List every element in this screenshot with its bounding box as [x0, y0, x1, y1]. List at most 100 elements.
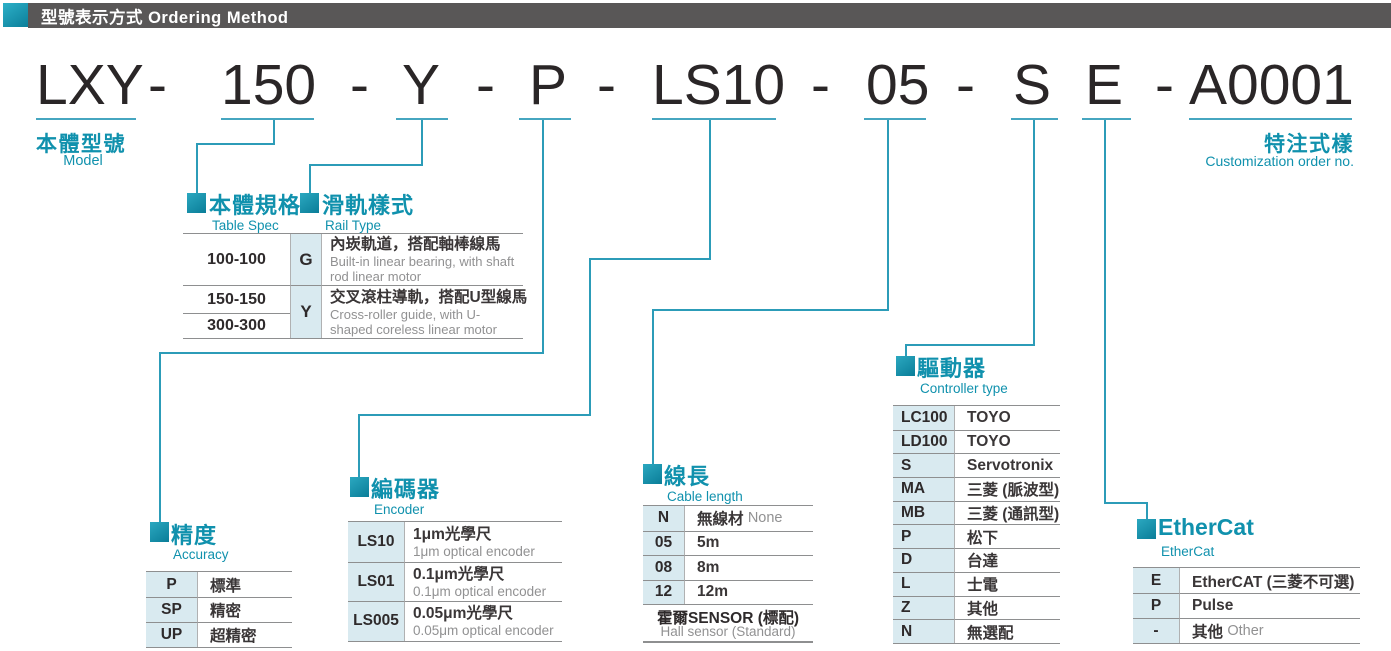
spec-heading-square — [187, 193, 206, 213]
connector-encoder — [709, 120, 711, 258]
model-separator: - — [148, 53, 167, 117]
accuracy-table: P 標準 SP 精密 UP 超精密 — [146, 571, 292, 648]
connector-spec — [196, 143, 275, 145]
encoder-heading-square — [350, 477, 369, 497]
underline-controller — [1011, 118, 1058, 120]
controller-label: 松下 — [955, 524, 1060, 548]
connector-rail — [309, 164, 311, 193]
connector-encoder — [358, 414, 360, 477]
model-separator: - — [597, 53, 616, 117]
connector-encoder — [589, 258, 591, 414]
model-segment-accuracy: P — [529, 53, 568, 117]
rail-heading-zh: 滑軌樣式 — [322, 193, 415, 218]
encoder-desc-zh: 0.1μm光學尺 — [413, 565, 505, 583]
connector-controller — [1033, 120, 1035, 344]
controller-code: LC100 — [893, 406, 955, 430]
hall-sensor-note-divider — [643, 641, 813, 643]
rail-desc-g: 內崁軌道，搭配軸棒線馬 Built-in linear bearing, wit… — [322, 234, 523, 285]
custom-label-en: Customization order no. — [1205, 153, 1354, 169]
model-segment-ethercat: E — [1085, 53, 1124, 117]
model-segment-cable: 05 — [866, 53, 930, 117]
underline-cable — [864, 118, 926, 120]
controller-label: TOYO — [967, 408, 1011, 426]
ethercat-label: Pulse — [1180, 593, 1360, 618]
controller-label: 三菱 (脈波型) — [955, 477, 1060, 501]
underline-custom — [1189, 118, 1352, 120]
header-bar: 型號表示方式 Ordering Method — [28, 3, 1391, 28]
underline-body — [36, 118, 136, 120]
ethercat-heading-square — [1137, 519, 1156, 539]
controller-label: Servotronix — [955, 453, 1060, 477]
connector-encoder — [358, 414, 591, 416]
accuracy-code: P — [146, 572, 198, 597]
accuracy-code: UP — [146, 622, 198, 647]
connector-controller — [905, 344, 907, 356]
page-title: 型號表示方式 Ordering Method — [41, 8, 289, 27]
encoder-code: LS10 — [348, 522, 405, 562]
rail-desc-y: 交叉滾柱導軌，搭配U型線馬 Cross-roller guide, with U… — [322, 285, 527, 338]
ethercat-code: P — [1133, 593, 1180, 618]
cable-heading-en: Cable length — [667, 489, 743, 504]
controller-code: MB — [893, 500, 955, 525]
connector-ethercat — [1104, 502, 1148, 504]
cable-table: N 無線材 None 05 5m 08 8m 12 12m — [643, 505, 813, 605]
accuracy-label: 精密 — [198, 597, 292, 622]
controller-code: S — [893, 453, 955, 478]
ethercat-label-zh: 其他 — [1192, 624, 1224, 641]
underline-spec — [221, 118, 314, 120]
cable-desc: 12m — [685, 579, 813, 605]
custom-label-zh: 特注式樣 — [1264, 133, 1354, 156]
accuracy-heading-en: Accuracy — [173, 547, 229, 562]
rail-desc-g-en: Built-in linear bearing, with shaft rod … — [330, 254, 515, 284]
underline-accuracy — [519, 118, 571, 120]
controller-label: 其他 — [955, 595, 1060, 620]
encoder-heading-en: Encoder — [374, 502, 425, 517]
connector-controller — [905, 344, 1035, 346]
spec-heading-en: Table Spec — [212, 218, 279, 233]
controller-table: LC100 TOYO LD100 TOYO S Servotronix MA 三… — [893, 405, 1060, 644]
controller-code: LD100 — [893, 429, 955, 454]
encoder-desc: 0.1μm光學尺 0.1μm optical encoder — [405, 561, 562, 602]
header-accent-square — [3, 3, 28, 27]
rail-code-y: Y — [290, 285, 322, 338]
controller-code: MA — [893, 477, 955, 501]
model-segment-rail: Y — [402, 53, 441, 117]
connector-cable — [652, 309, 889, 311]
connector-cable — [652, 309, 654, 465]
model-segment-encoder: LS10 — [652, 53, 786, 117]
model-segment-spec: 150 — [221, 53, 317, 117]
connector-cable — [887, 120, 889, 309]
ethercat-code: E — [1133, 568, 1180, 593]
encoder-desc-zh: 1μm光學尺 — [413, 525, 492, 543]
cable-code: N — [643, 506, 685, 531]
encoder-desc-en: 0.1μm optical encoder — [413, 583, 547, 599]
underline-encoder — [652, 118, 776, 120]
encoder-desc-zh: 0.05μm光學尺 — [413, 605, 513, 623]
encoder-desc-en: 1μm optical encoder — [413, 543, 535, 559]
connector-rail — [309, 164, 423, 166]
controller-code: D — [893, 548, 955, 572]
cable-code: 12 — [643, 579, 685, 604]
model-separator: - — [1155, 53, 1174, 117]
controller-code: N — [893, 619, 955, 643]
connector-ethercat — [1104, 120, 1106, 502]
model-segment-custom: A0001 — [1189, 53, 1354, 117]
accuracy-code: SP — [146, 597, 198, 622]
model-separator: - — [350, 53, 369, 117]
model-label-zh: 本體型號 — [36, 133, 126, 156]
rail-code-g: G — [290, 234, 322, 285]
controller-code: P — [893, 524, 955, 549]
encoder-code: LS005 — [348, 601, 405, 641]
model-label-en: Model — [63, 153, 103, 169]
connector-rail — [421, 120, 423, 164]
controller-label: 無選配 — [955, 619, 1060, 643]
spec-value: 300-300 — [183, 313, 290, 338]
controller-label: TOYO — [955, 429, 1060, 454]
accuracy-heading-square — [150, 522, 169, 542]
controller-heading-en: Controller type — [920, 381, 1008, 396]
underline-ethercat — [1082, 118, 1131, 120]
cable-desc-en: None — [747, 510, 783, 527]
connector-accuracy — [159, 352, 544, 354]
connector-accuracy — [159, 352, 161, 522]
